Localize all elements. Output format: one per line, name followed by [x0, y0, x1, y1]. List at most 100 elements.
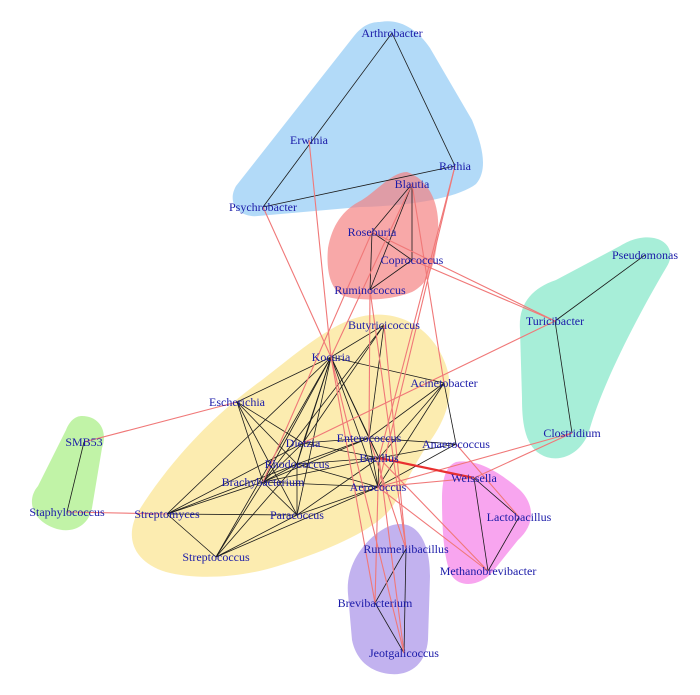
edge-butyricicoccus-rummeliibacillus: [383, 324, 407, 550]
edge-rummeliibacillus-jeotgalicoccus: [403, 548, 407, 654]
edge-arthrobacter-rothia: [391, 32, 456, 167]
edge-dietzia-enterococcus: [302, 437, 370, 444]
node-label-rothia: Rothia: [439, 159, 472, 173]
edge-clostridium-aerococcus: [377, 432, 573, 488]
edge-brachybacterium-paracoccus: [262, 481, 298, 516]
edge-acinetobacter-aerococcus: [377, 382, 445, 488]
edge-roseburia-coprococcus: [371, 231, 413, 261]
edge-roseburia-brachybacterium: [262, 231, 373, 483]
edge-kocuria-brevibacterium: [330, 356, 376, 604]
edge-ruminococcus-enterococcus: [368, 289, 371, 439]
edge-aerococcus-brevibacterium: [374, 486, 379, 604]
edge-pseudomonas-turicibacter: [554, 254, 646, 322]
node-label-pseudomonas: Pseudomonas: [612, 248, 678, 262]
node-label-dietzia: Dietzia: [286, 436, 321, 450]
edge-kocuria-aerococcus: [330, 356, 379, 488]
edge-butyricicoccus-brachybacterium: [262, 324, 385, 483]
node-label-butyricicoccus: Butyricicoccus: [348, 318, 420, 332]
edge-turicibacter-clostridium: [554, 320, 573, 434]
edge-bacillus-methanobrevibacter: [378, 457, 489, 572]
edge-paracoccus-streptococcus: [215, 514, 298, 558]
edge-staphylococcus-streptomyces: [66, 511, 168, 515]
node-label-rhodococcus: Rhodococcus: [265, 457, 330, 471]
edge-dietzia-streptomyces: [166, 442, 304, 515]
node-label-coprococcus: Coprococcus: [381, 253, 444, 267]
edge-dietzia-brachybacterium: [262, 442, 304, 483]
node-label-turicibacter: Turicibacter: [526, 314, 584, 328]
edge-kocuria-paracoccus: [296, 356, 332, 516]
edge-kocuria-streptomyces: [166, 356, 332, 515]
node-label-erwinia: Erwinia: [290, 133, 329, 147]
edge-weissella-methanobrevibacter: [473, 477, 489, 572]
node-label-aerococcus: Aerococcus: [350, 480, 407, 494]
edge-ruminococcus-rummeliibacillus: [369, 289, 407, 550]
node-label-methanobrevibacter: Methanobrevibacter: [440, 564, 537, 578]
edge-blautia-ruminococcus: [369, 183, 413, 291]
edge-dietzia-rhodococcus: [296, 442, 304, 465]
edge-brachybacterium-streptococcus: [215, 481, 264, 558]
edge-kocuria-rhodococcus: [296, 356, 332, 465]
edge-kocuria-jeotgalicoccus: [330, 356, 405, 654]
edge-brachybacterium-streptomyces: [166, 481, 264, 515]
edge-roseburia-ruminococcus: [369, 231, 373, 291]
edge-blautia-kocuria: [330, 183, 413, 358]
edge-turicibacter-dietzia: [302, 320, 556, 444]
edge-bacillus-paracoccus: [296, 457, 380, 516]
node-label-jeotgalicoccus: Jeotgalicoccus: [369, 646, 439, 660]
node-label-clostridium: Clostridium: [543, 426, 601, 440]
edge-enterococcus-brachybacterium: [262, 437, 370, 483]
edge-rhodococcus-streptococcus: [215, 463, 298, 558]
edge-butyricicoccus-enterococcus: [368, 324, 385, 439]
edge-acinetobacter-bacillus: [378, 382, 445, 459]
edge-brevibacterium-jeotgalicoccus: [374, 602, 405, 654]
node-label-smb53: SMB53: [65, 435, 102, 449]
edge-anaerococcus-bacillus: [378, 443, 457, 459]
node-label-rummeliibacillus: Rummeliibacillus: [363, 542, 449, 556]
node-label-roseburia: Roseburia: [348, 225, 397, 239]
edge-psychrobacter-kocuria: [262, 206, 332, 358]
node-label-paracoccus: Paracoccus: [270, 508, 324, 522]
edge-streptomyces-paracoccus: [166, 513, 298, 516]
edge-bacillus-brachybacterium: [262, 457, 380, 483]
node-label-lactobacillus: Lactobacillus: [487, 510, 552, 524]
edge-rothia-psychrobacter: [262, 165, 456, 208]
edge-smb53-escherichia: [83, 401, 238, 443]
node-label-kocuria: Kocuria: [312, 350, 351, 364]
edge-dietzia-bacillus: [302, 442, 380, 459]
node-label-staphylococcus: Staphylococcus: [29, 505, 105, 519]
edge-escherichia-dietzia: [236, 401, 304, 444]
edge-acinetobacter-enterococcus: [368, 382, 445, 439]
node-label-arthrobacter: Arthrobacter: [361, 26, 422, 40]
node-label-blautia: Blautia: [395, 177, 430, 191]
edge-clostridium-weissella: [473, 432, 573, 479]
edge-acinetobacter-anaerococcus: [443, 382, 457, 445]
edge-aerococcus-streptococcus: [215, 486, 379, 558]
edge-rothia-bacillus: [378, 165, 456, 459]
node-label-bacillus: Bacillus: [359, 451, 399, 465]
edge-rhodococcus-aerococcus: [296, 463, 379, 488]
node-labels: ArthrobacterErwiniaRothiaPsychrobacterBl…: [29, 26, 678, 660]
edge-anaerococcus-lactobacillus: [455, 443, 520, 518]
edge-blautia-roseburia: [371, 183, 413, 233]
node-label-brevibacterium: Brevibacterium: [338, 596, 413, 610]
edge-roseburia-turicibacter: [371, 231, 556, 322]
edge-aerococcus-methanobrevibacter: [377, 486, 489, 572]
edge-bacillus-aerococcus: [377, 457, 380, 488]
node-label-ruminococcus: Ruminococcus: [334, 283, 406, 297]
edge-rothia-aerococcus: [377, 165, 456, 488]
node-label-anaerococcus: Anaerococcus: [422, 437, 490, 451]
edge-streptomyces-streptococcus: [166, 513, 217, 558]
node-label-escherichia: Escherichia: [209, 395, 266, 409]
edge-erwinia-kocuria: [308, 139, 332, 358]
edge-enterococcus-rhodococcus: [296, 437, 370, 465]
edge-rhodococcus-bacillus: [296, 457, 380, 465]
edge-arthrobacter-psychrobacter: [262, 32, 393, 208]
edge-brachybacterium-aerococcus: [262, 481, 379, 488]
cluster-red: [327, 172, 439, 300]
edge-kocuria-escherichia: [236, 356, 332, 403]
edge-weissella-lactobacillus: [473, 477, 520, 518]
edge-blautia-acinetobacter: [411, 183, 445, 384]
node-label-acinetobacter: Acinetobacter: [410, 376, 477, 390]
edge-smb53-staphylococcus: [66, 441, 85, 513]
cluster-blue: [232, 21, 484, 217]
